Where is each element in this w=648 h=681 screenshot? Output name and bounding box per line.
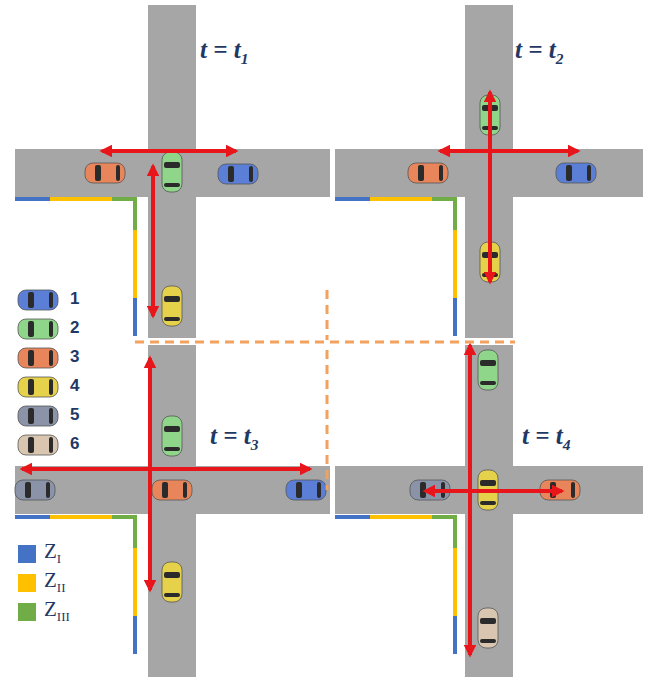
zone-strip	[133, 230, 137, 298]
car	[18, 435, 58, 455]
zone-strip	[15, 515, 50, 519]
zone-strip	[453, 230, 457, 298]
time-label: t = t1	[200, 36, 248, 68]
time-label: t = t4	[522, 422, 570, 454]
zone-strip	[335, 515, 370, 519]
car	[18, 377, 58, 397]
zone-strip	[133, 197, 137, 230]
zone-strip	[453, 298, 457, 336]
car	[18, 290, 58, 310]
zone-strip	[15, 197, 457, 654]
zone-strip	[112, 515, 136, 519]
zone-strip	[453, 197, 457, 230]
car	[408, 163, 448, 183]
legend-text: 1	[70, 289, 79, 309]
legend-text: 4	[70, 376, 79, 396]
road	[15, 5, 643, 677]
zone-strip	[453, 515, 457, 548]
legend-text: ZIII	[44, 597, 70, 625]
zone-strip	[370, 197, 432, 201]
car	[478, 608, 498, 648]
car	[162, 562, 182, 602]
car	[15, 480, 55, 500]
zone-strip	[50, 515, 112, 519]
zone-strip	[133, 298, 137, 336]
panel-divider	[135, 290, 515, 490]
legend-swatch	[18, 545, 36, 563]
zone-strip	[112, 197, 136, 201]
zone-strip	[370, 515, 432, 519]
zone-strip	[133, 616, 137, 654]
time-label: t = t3	[210, 422, 258, 454]
car	[18, 406, 58, 426]
time-label: t = t2	[515, 36, 563, 68]
zone-strip	[133, 515, 137, 548]
car	[18, 348, 58, 368]
zone-strip	[50, 197, 112, 201]
zone-strip	[432, 197, 456, 201]
zone-strip	[432, 515, 456, 519]
car	[218, 164, 258, 184]
legend-text: 5	[70, 405, 79, 425]
legend-text: 2	[70, 318, 79, 338]
car	[15, 95, 596, 648]
zone-strip	[335, 197, 370, 201]
zone-strip	[453, 548, 457, 616]
legend-text: 6	[70, 434, 79, 454]
car	[18, 319, 58, 339]
car	[556, 163, 596, 183]
car	[478, 350, 498, 390]
zone-strip	[133, 548, 137, 616]
car	[162, 152, 182, 192]
legend-swatch	[18, 603, 36, 621]
zone-strip	[15, 197, 50, 201]
red-arrow	[22, 92, 578, 655]
car	[152, 480, 192, 500]
legend-text: ZII	[44, 568, 66, 596]
legend-text: 3	[70, 347, 79, 367]
car	[286, 480, 326, 500]
zone-strip	[453, 616, 457, 654]
legend-swatch	[18, 574, 36, 592]
car	[85, 163, 125, 183]
legend-text: ZI	[44, 539, 61, 567]
car	[162, 416, 182, 456]
car	[162, 286, 182, 326]
